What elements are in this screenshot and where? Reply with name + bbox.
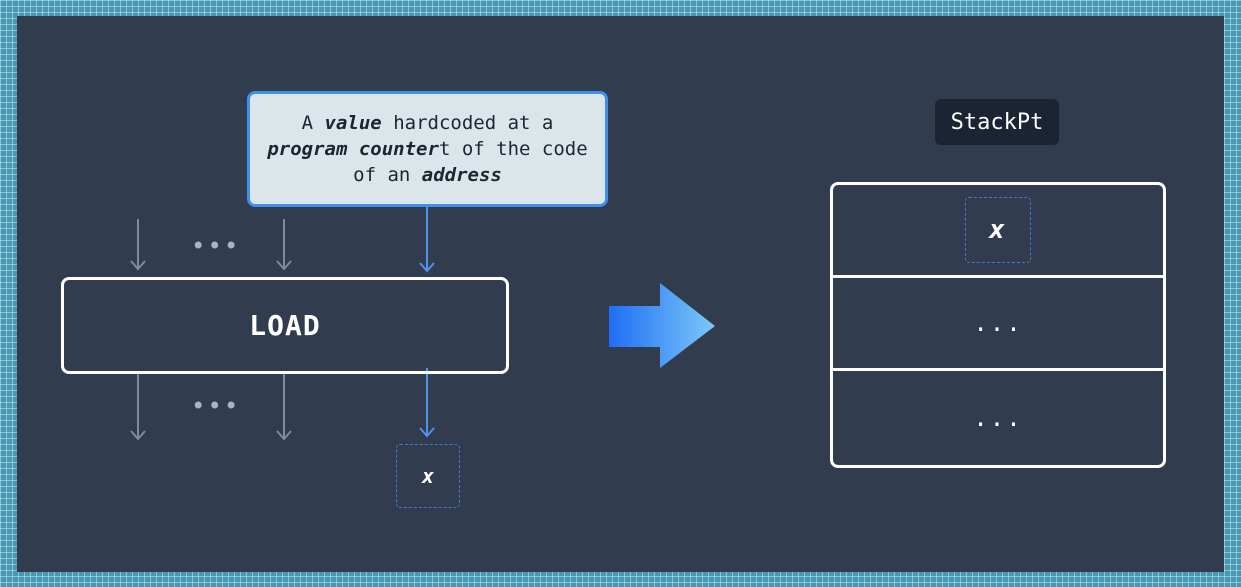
input-ellipsis: ••• — [191, 232, 241, 260]
connector-lines — [130, 204, 715, 441]
callout-emphasis-address: address — [421, 164, 502, 186]
output-arrow-value — [419, 368, 435, 438]
input-arrow-2 — [276, 219, 292, 271]
callout-text-4: of an — [353, 164, 422, 186]
stack-table: x ... ... — [830, 182, 1166, 468]
transform-arrow-icon — [609, 283, 715, 368]
stack-cell-2: ... — [833, 278, 1163, 371]
stack-pointer-label: StackPt — [935, 99, 1059, 145]
load-label: LOAD — [249, 309, 321, 342]
callout-emphasis-value: value — [324, 112, 382, 134]
stack-cell-top: x — [833, 185, 1163, 278]
output-value-label: x — [421, 464, 435, 488]
stack-cell-3: ... — [833, 371, 1163, 464]
diagram-canvas: ••• ••• A value hardcoded at a program c… — [17, 16, 1224, 572]
stack-cell-2-label: ... — [973, 309, 1023, 337]
address-callout: A value hardcoded at a program countert … — [247, 91, 608, 207]
output-arrow-1 — [130, 373, 146, 441]
callout-text-1: A — [301, 112, 325, 134]
input-arrow-address — [419, 204, 435, 273]
stack-cell-3-label: ... — [973, 403, 1023, 432]
callout-text-3: t of the code — [438, 138, 588, 160]
stack-value-label: x — [989, 215, 1007, 245]
output-ellipsis: ••• — [191, 392, 241, 420]
output-arrow-2 — [276, 373, 292, 441]
callout-emphasis-program-counter: program counter — [267, 138, 439, 160]
load-instruction-box: LOAD — [61, 277, 509, 374]
callout-text-2: hardcoded at a — [381, 112, 554, 134]
stack-value-box: x — [965, 197, 1031, 263]
stack-pointer-text: StackPt — [950, 109, 1044, 135]
input-arrow-1 — [130, 219, 146, 271]
output-value-box: x — [396, 444, 460, 508]
